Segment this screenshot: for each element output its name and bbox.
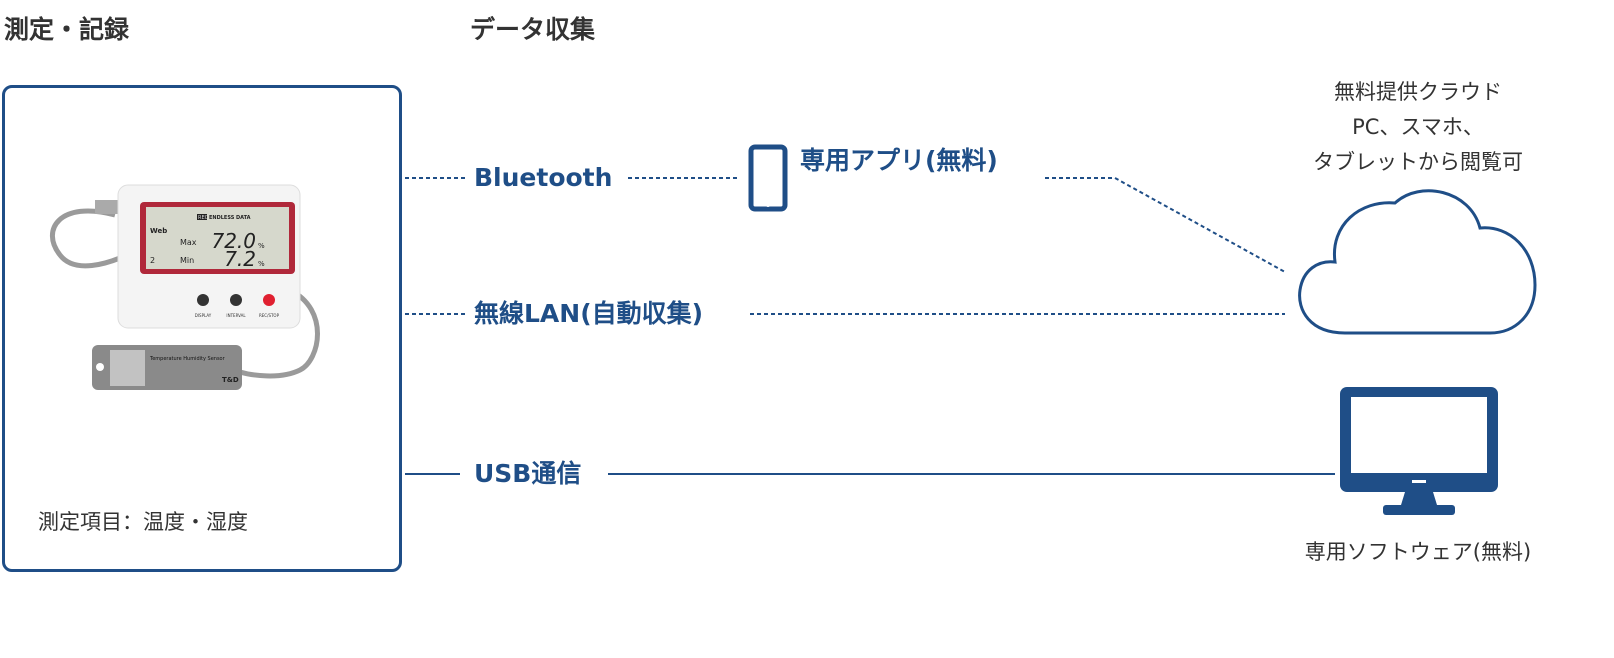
- display-min-value: 7.2: [224, 247, 256, 271]
- heading-collect: データ収集: [470, 15, 596, 44]
- display-max-value: 72.0: [211, 229, 256, 253]
- pc-caption: 専用ソフトウェア(無料): [1304, 540, 1532, 564]
- sensor-label: Temperature Humidity Sensor: [149, 356, 226, 362]
- monitor-icon: [1340, 387, 1498, 515]
- cloud-icon: [1298, 189, 1537, 335]
- heading-measure: 測定・記録: [4, 15, 130, 44]
- smartphone-icon: [748, 144, 788, 212]
- app-to-cloud-line: [1045, 177, 1286, 273]
- cloud-caption-line-2: PC、スマホ、: [1352, 115, 1484, 139]
- device-button-interval: INTERVAL: [226, 313, 246, 318]
- display-data-label: DATA: [236, 215, 251, 221]
- display-web-label: Web: [150, 227, 167, 235]
- measurement-caption: 測定項目：温度・湿度: [38, 510, 248, 534]
- app-label: 専用アプリ(無料): [800, 146, 998, 175]
- display-channel: 2: [150, 256, 155, 265]
- data-logger-illustration: Web REC ENDLESS DATA Max 72.0 % 2 Min 7.…: [49, 184, 320, 390]
- display-max-label: Max: [180, 238, 197, 247]
- wlan-label: 無線LAN(自動収集): [474, 299, 704, 328]
- usb-label: USB通信: [474, 459, 582, 488]
- sensor-brand: T&D: [222, 376, 239, 384]
- device-button-display: DISPLAY: [195, 313, 212, 318]
- device-button-recstop: REC/STOP: [259, 313, 280, 318]
- display-unit: %: [258, 242, 265, 250]
- device-box: [2, 85, 402, 572]
- bluetooth-label: Bluetooth: [474, 163, 613, 192]
- display-unit-2: %: [258, 260, 265, 268]
- display-mode-label: ENDLESS: [209, 215, 235, 221]
- display-rec-label: REC: [198, 215, 209, 221]
- cloud-caption-line-3: タブレットから閲覧可: [1313, 150, 1523, 174]
- cloud-caption-line-1: 無料提供クラウド: [1334, 80, 1502, 104]
- display-min-label: Min: [180, 256, 194, 265]
